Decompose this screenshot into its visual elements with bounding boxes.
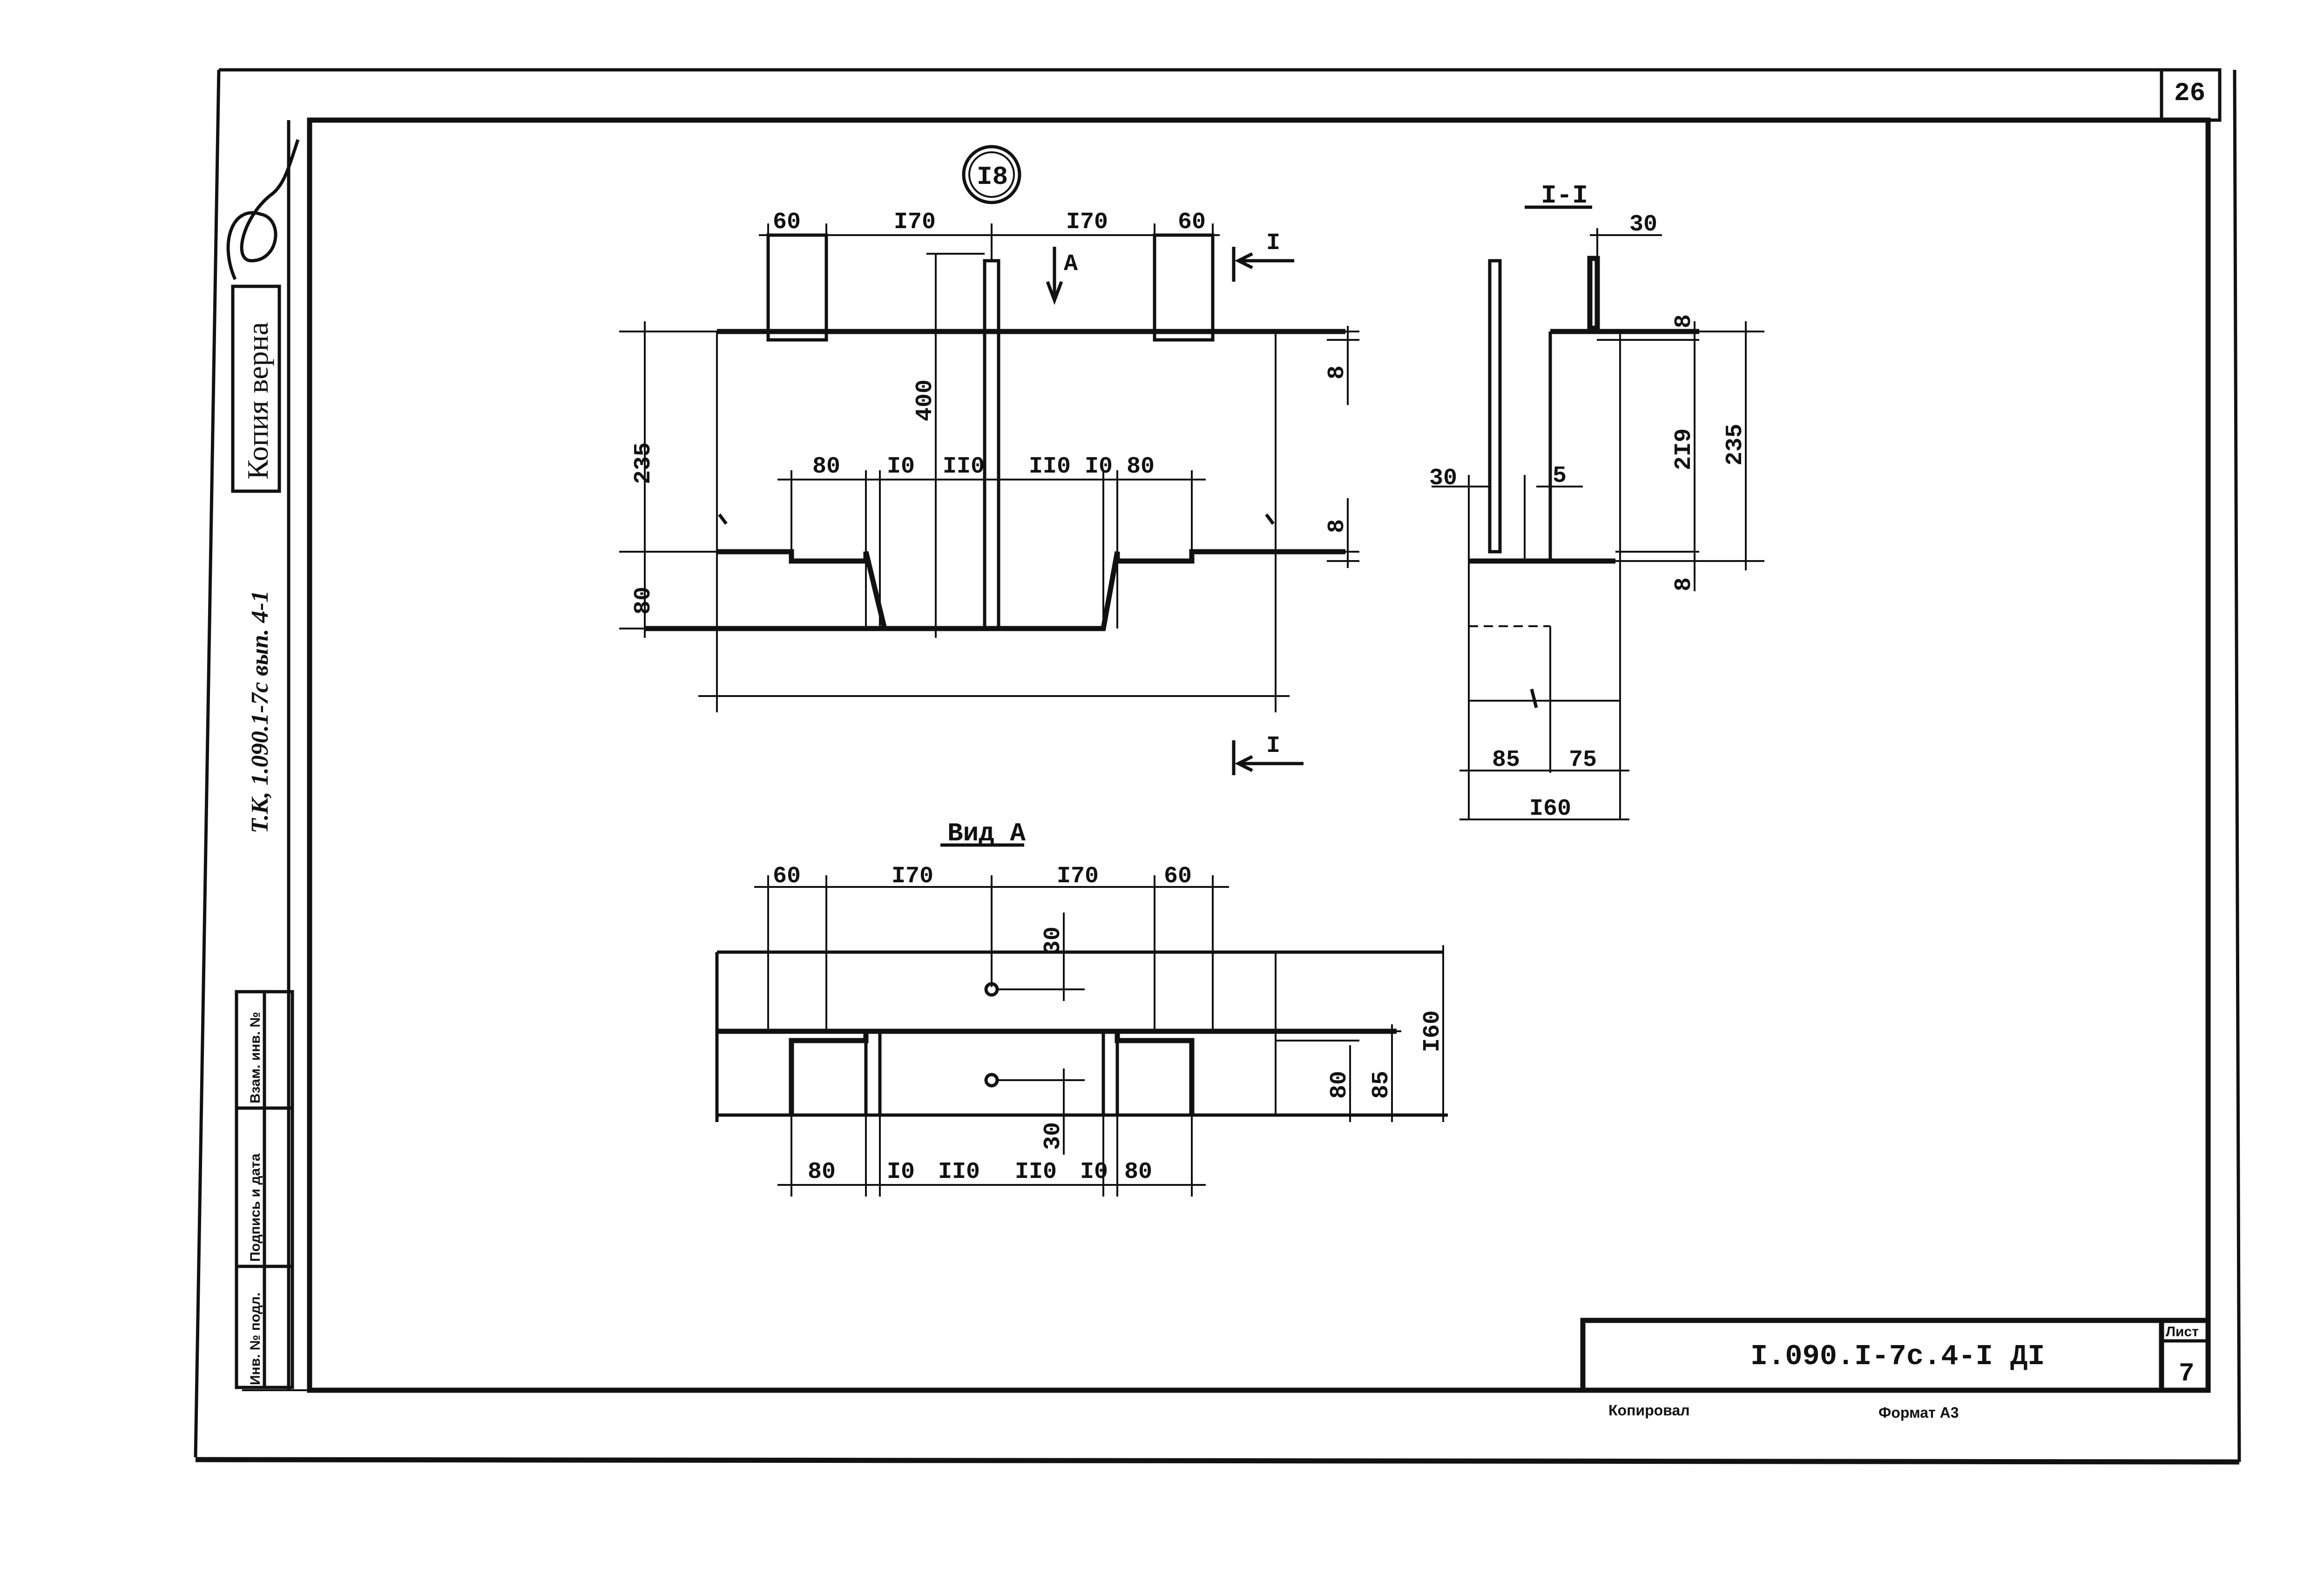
va-bottom-dim-4: II0	[1015, 1159, 1057, 1185]
sec-dim-160: I60	[1529, 796, 1571, 822]
sec-dim-8-bottom: 8	[1671, 577, 1697, 591]
cell-inv-no: Инв. № подл.	[248, 1292, 263, 1385]
top-dim-2: I70	[894, 209, 936, 236]
va-bottom-dim-3: II0	[938, 1159, 980, 1185]
corner-number-box: 26	[2160, 68, 2222, 122]
detail-mark: I8	[962, 145, 1021, 204]
sec-dim-85: 85	[1492, 747, 1520, 773]
list-number: 7	[2179, 1359, 2195, 1388]
va-dim-30-top: 30	[1040, 927, 1067, 954]
top-dim-4: 60	[1178, 209, 1206, 236]
vert-dim-80: 80	[630, 587, 657, 615]
sec-dim-30-left: 30	[1429, 465, 1457, 492]
cell-signature-date: Подпись и дата	[248, 1153, 263, 1262]
mid-dim-2: I0	[887, 453, 915, 480]
view-a: Вид А 60 I70 I70 60 30 30	[715, 818, 1448, 1197]
sec-dim-5: 5	[1553, 463, 1567, 489]
va-dim-30-bottom: 30	[1040, 1122, 1067, 1150]
va-bottom-dim-1: 80	[808, 1159, 836, 1185]
detail-mark-label: I8	[977, 162, 1008, 192]
mid-dim-6: 80	[1127, 453, 1155, 480]
va-top-dim-4: 60	[1164, 863, 1192, 890]
va-bottom-dim-2: I0	[887, 1159, 915, 1185]
title-block: I.090.I-7c.4-I ДI Лист 7 Копировал Форма…	[1580, 1318, 2211, 1421]
sec-dim-219: 2I9	[1671, 428, 1697, 470]
va-dim-80: 80	[1326, 1071, 1353, 1099]
sec-dim-8-top: 8	[1671, 314, 1697, 328]
top-dim-1: 60	[773, 209, 801, 236]
va-bottom-dim-5: I0	[1080, 1159, 1108, 1185]
footer-left: Копировал	[1608, 1402, 1690, 1419]
section-mark-top: I	[1266, 230, 1280, 257]
footer-right: Формат А3	[1878, 1404, 1959, 1421]
top-dim-3: I70	[1066, 209, 1108, 236]
va-top-dim-2: I70	[892, 863, 933, 890]
arrow-a-label: A	[1064, 251, 1078, 277]
section-title: I-I	[1541, 181, 1588, 210]
mid-dim-1: 80	[812, 453, 840, 480]
view-a-title: Вид А	[947, 818, 1026, 848]
cell-replace-inv: Взам. инв. №	[248, 1012, 263, 1103]
mid-dim-3: II0	[943, 453, 985, 480]
va-top-dim-1: 60	[773, 863, 801, 890]
vert-dim-235: 235	[630, 442, 657, 484]
right-dim-8-top: 8	[1324, 365, 1351, 379]
section-view: I-I 30 8 2I9 235 8 30 5	[1429, 181, 1764, 822]
vertical-title: Т.К, 1.090.1-7с вып. 4-1	[247, 590, 273, 833]
right-dim-8-bottom: 8	[1324, 519, 1351, 533]
va-top-dim-3: I70	[1057, 863, 1099, 890]
list-label: Лист	[2166, 1324, 2199, 1339]
signature-mark	[226, 139, 300, 280]
stamp-text: Копия верна	[241, 322, 274, 480]
drawing-code: I.090.I-7c.4-I ДI	[1750, 1340, 2045, 1373]
outer-frame	[194, 68, 2241, 1465]
sec-dim-75: 75	[1569, 747, 1597, 773]
va-bottom-dim-6: 80	[1124, 1159, 1152, 1185]
mid-dim-4: II0	[1029, 453, 1071, 480]
corner-number: 26	[2174, 78, 2205, 108]
sec-dim-235: 235	[1722, 424, 1749, 466]
sec-dim-30-top: 30	[1629, 211, 1657, 238]
mid-dim-5: I0	[1085, 453, 1113, 480]
va-dim-85: 85	[1368, 1071, 1395, 1099]
main-view: 60 I70 I70 60 235 80 400 A	[619, 209, 1359, 775]
vert-dim-400: 400	[912, 379, 939, 421]
section-mark-bottom: I	[1266, 733, 1280, 759]
va-dim-160: I60	[1419, 1010, 1446, 1052]
side-panel: Т.К, 1.090.1-7с вып. 4-1 Копия верна Инв…	[226, 139, 300, 1389]
